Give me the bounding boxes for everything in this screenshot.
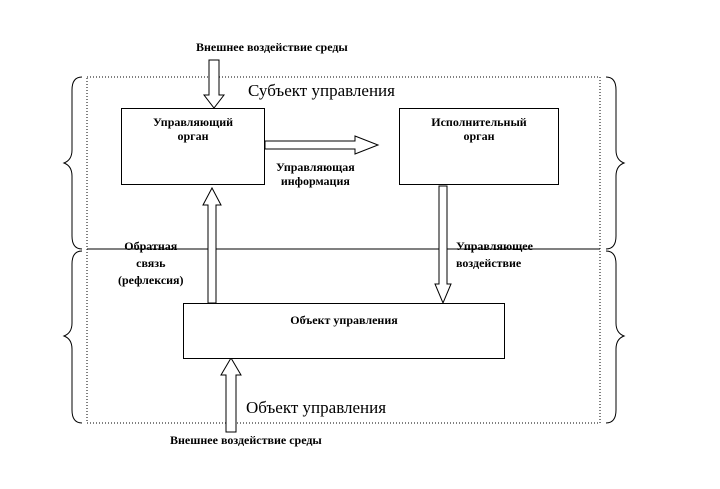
env-top-label: Внешнее воздействие среды xyxy=(196,40,348,54)
outer-dotted-frame xyxy=(86,76,601,424)
env-bottom-label: Внешнее воздействие среды xyxy=(170,433,322,447)
control-organ-box: Управляющий орган xyxy=(121,108,265,185)
control-info-arrow xyxy=(264,135,380,155)
control-object-label: Объект управления xyxy=(290,313,398,327)
env-bottom-arrow xyxy=(220,357,242,433)
control-organ-label: Управляющий орган xyxy=(152,115,234,143)
left-brace-subject xyxy=(62,76,83,250)
control-action-label: Управляющее воздействие xyxy=(456,239,533,270)
executive-organ-box: Исполнительный орган xyxy=(399,108,559,185)
control-information-label: Управляющая информация xyxy=(276,160,355,188)
object-zone-label: Объект управления xyxy=(246,398,387,417)
executive-organ-label: Исполнительный орган xyxy=(431,115,527,143)
right-brace-subject xyxy=(605,76,626,250)
feedback-arrow xyxy=(202,186,222,304)
feedback-label: Обратная связь (рефлексия) xyxy=(118,239,184,287)
control-action-arrow xyxy=(434,185,452,305)
control-object-box: Объект управления xyxy=(183,303,505,359)
subject-zone-label: Субъект управления xyxy=(248,81,395,100)
left-brace-object xyxy=(62,250,83,424)
right-brace-object xyxy=(605,250,626,424)
env-top-arrow xyxy=(202,59,226,109)
